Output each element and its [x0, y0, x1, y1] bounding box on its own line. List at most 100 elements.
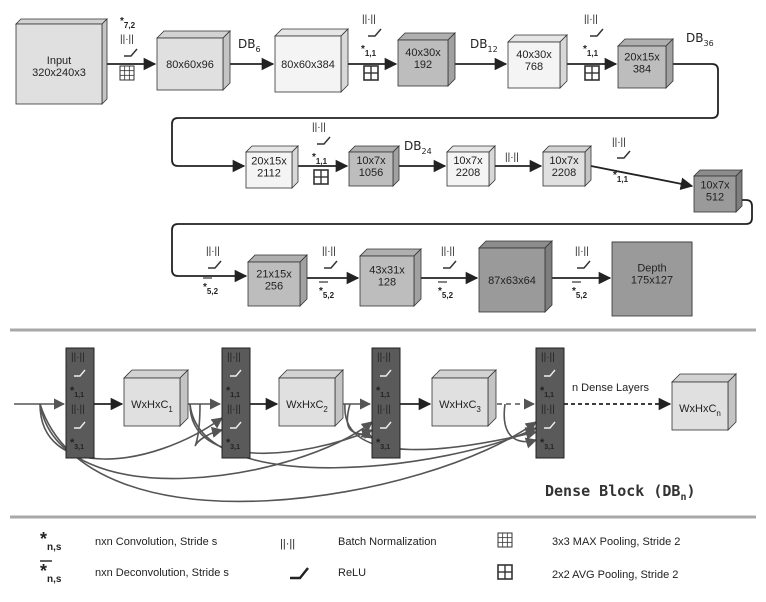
- dense-unit: [221, 347, 251, 459]
- legend-avg-pool-icon: [497, 564, 513, 580]
- conv-params: 1,1: [74, 392, 84, 399]
- node-n2: [274, 28, 349, 93]
- connections-layer: [10, 57, 756, 519]
- dense-layer-label-sub: 3: [476, 405, 481, 414]
- deconv-icon: *5,2: [203, 277, 219, 296]
- conv-icon: *3,1: [540, 437, 554, 451]
- conv-symbol: *: [312, 152, 316, 163]
- relu-icon: [544, 421, 556, 429]
- conv-icon: *1,1: [226, 385, 240, 399]
- conv-label: *1,1: [613, 170, 629, 184]
- dense-block-label-base: DB: [404, 139, 421, 153]
- conv-icon: *1,1: [613, 170, 629, 184]
- conv-params: 1,1: [544, 392, 554, 399]
- conv-symbol: *: [361, 44, 365, 55]
- node-label-n4: 768: [525, 61, 543, 73]
- node-label-n2: 80x60x384: [281, 59, 335, 71]
- dense-block-label: DB24: [404, 139, 432, 156]
- conv-symbol: *: [226, 385, 231, 397]
- node-n4: [507, 34, 568, 89]
- relu-icon: [317, 136, 331, 145]
- dense-unit: [535, 347, 565, 459]
- conv-label: *5,2: [319, 286, 335, 300]
- dense-layer-label: WxHxC3: [439, 399, 481, 414]
- node-depth: [611, 241, 693, 317]
- node-label-n8: 2208: [456, 167, 480, 179]
- relu-icon: [380, 421, 392, 429]
- avg-pool-icon: [584, 65, 600, 81]
- batch-norm-icon: ||·||: [71, 404, 85, 415]
- dense-layer-label-base: WxHxC: [439, 399, 476, 411]
- conv-params: 7,2: [124, 21, 136, 30]
- conv-symbol: *: [376, 385, 381, 397]
- relu-icon: [208, 260, 222, 269]
- conv-label: *1,1: [312, 152, 328, 166]
- node-label-n10: 10x7x: [700, 180, 730, 192]
- conv-symbol: *: [376, 437, 381, 449]
- conv-symbol: *: [120, 16, 124, 27]
- conv-params: 3,1: [74, 444, 84, 451]
- conv-params: 1,1: [587, 49, 599, 58]
- node-label-depth: 175x127: [631, 275, 673, 287]
- relu-icon: [590, 28, 604, 37]
- node-n5: [617, 38, 674, 89]
- dense-unit: [65, 347, 95, 459]
- dense-layer: [278, 369, 344, 427]
- nodes-layer: [15, 18, 743, 459]
- batch-norm-icon: ||·||: [71, 352, 85, 363]
- conv-params: n,s: [47, 542, 62, 553]
- conv-params: 3,1: [544, 444, 554, 451]
- batch-norm-icon: ||·||: [206, 246, 220, 257]
- skip-connection: [344, 403, 538, 451]
- node-label-n9: 2208: [552, 167, 576, 179]
- batch-norm-icon: ||·||: [377, 352, 391, 363]
- node-n11: [247, 254, 308, 307]
- node-n9: [542, 145, 592, 187]
- conv-params: 5,2: [576, 291, 588, 300]
- node-label-n10: 512: [706, 192, 724, 204]
- legend-conv-glyph: *n,s: [40, 529, 62, 553]
- dense-layer: [671, 373, 737, 431]
- dense-layer-label-base: WxHxC: [286, 399, 323, 411]
- node-n12: [359, 248, 422, 307]
- dense-block-label-sub: 36: [703, 39, 713, 48]
- conv-label: *5,2: [572, 286, 588, 300]
- conv-params: 5,2: [442, 291, 454, 300]
- skip-connection: [189, 403, 374, 455]
- skip-connection: [346, 403, 373, 439]
- conv-params: 5,2: [323, 291, 335, 300]
- dense-block-label: DB12: [470, 37, 498, 54]
- conv-label: *1,1: [361, 44, 377, 58]
- conv-icon: *1,1: [361, 44, 377, 58]
- node-input: [15, 18, 108, 105]
- conv-icon: *1,1: [583, 44, 599, 58]
- conv-icon: *1,1: [376, 385, 390, 399]
- legend-avgpool-text: 2x2 AVG Pooling, Stride 2: [552, 569, 678, 581]
- legend-batch-norm-icon: ||·||: [280, 538, 295, 550]
- dense-layer: [123, 369, 189, 427]
- relu-icon: [368, 28, 382, 37]
- dense-block-label-base: DB: [238, 37, 255, 51]
- conv-icon: *1,1: [540, 385, 554, 399]
- node-label-n7: 10x7x: [356, 155, 386, 167]
- conv-symbol: *: [540, 437, 545, 449]
- node-label-n11: 256: [265, 280, 283, 292]
- relu-icon: [577, 260, 591, 269]
- node-label-n1: 80x60x96: [166, 59, 214, 71]
- conv-label: *1,1: [583, 44, 599, 58]
- skip-connection: [39, 403, 373, 480]
- batch-norm-icon: ||·||: [584, 14, 598, 25]
- deconv-icon: *5,2: [438, 281, 454, 300]
- relu-icon: [324, 260, 338, 269]
- legend-maxpool-text: 3x3 MAX Pooling, Stride 2: [552, 536, 680, 548]
- node-label-n9: 10x7x: [549, 155, 579, 167]
- conv-symbol: *: [70, 385, 75, 397]
- conv-symbol: *: [613, 170, 617, 181]
- relu-icon: [617, 150, 631, 159]
- batch-norm-icon: ||·||: [541, 404, 555, 415]
- deconv-icon: *5,2: [572, 281, 588, 300]
- relu-icon: [230, 421, 242, 429]
- node-label-n6: 20x15x: [251, 156, 287, 168]
- batch-norm-icon: ||·||: [362, 14, 376, 25]
